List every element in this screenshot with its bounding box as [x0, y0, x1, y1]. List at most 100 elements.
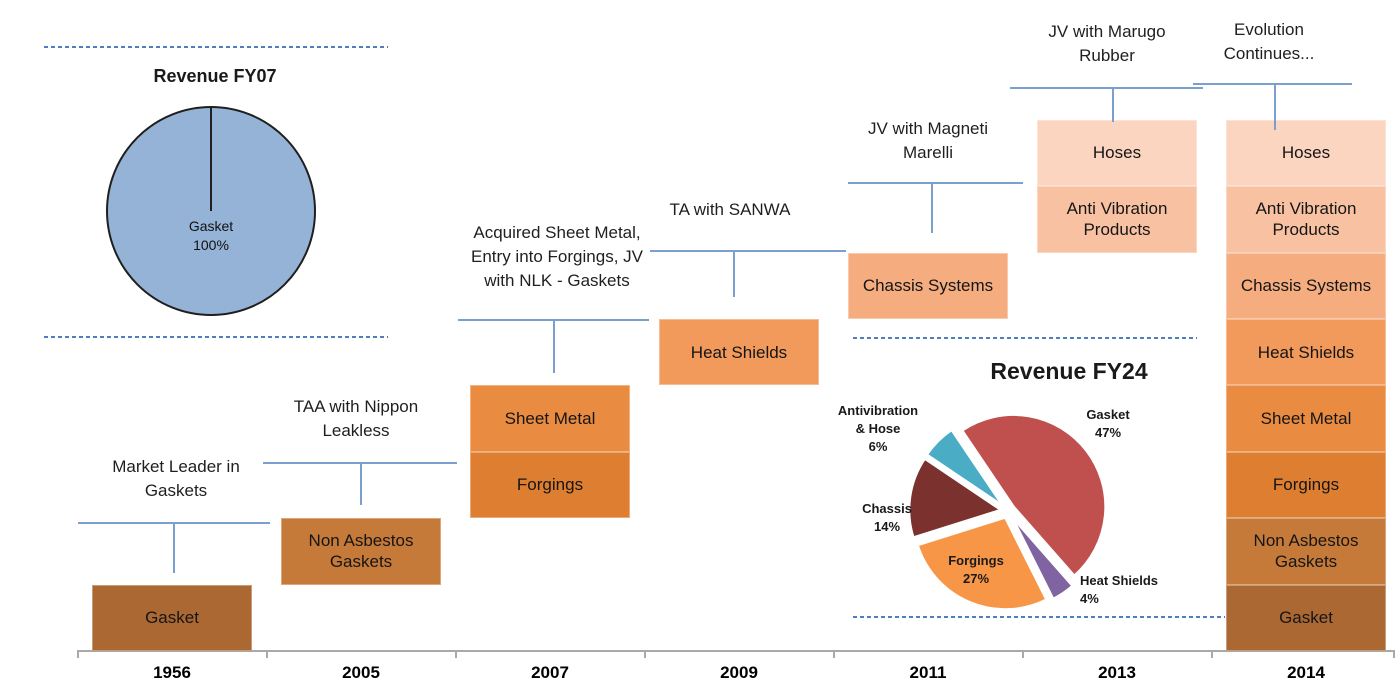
callout-drop-1956	[173, 524, 175, 573]
product-box-label: Anti Vibration Products	[1066, 199, 1168, 240]
callout-drop-2009	[733, 252, 735, 297]
product-box-non-asbestos-gaskets: Non Asbestos Gaskets	[281, 518, 441, 585]
fy24-label-heat-shields: Heat Shields 4%	[1080, 572, 1210, 608]
fy24-label-line: 27%	[962, 571, 990, 586]
product-box-anti-vibration-products: Anti Vibration Products	[1226, 186, 1386, 253]
fy24-label-chassis: Chassis 14%	[822, 500, 952, 536]
callout-drop-2011	[931, 184, 933, 233]
fy24-chart-title: Revenue FY24	[990, 358, 1148, 384]
fy24-pie-slice-forgings	[916, 516, 1048, 611]
callout-text-line: with NLK - Gaskets	[484, 271, 630, 290]
fy24-label-line: Chassis	[862, 501, 912, 516]
fy24-label-line: 6%	[868, 439, 888, 454]
product-box-label: Sheet Metal	[1260, 409, 1352, 429]
product-box-chassis-systems: Chassis Systems	[848, 252, 1008, 319]
dashed-divider-fy07-top	[44, 46, 388, 48]
timeline-axis-tick	[644, 650, 646, 658]
product-box-label: Gasket	[1279, 608, 1333, 628]
product-box-label: Chassis Systems	[1240, 276, 1372, 296]
fy24-label-line: Antivibration	[837, 403, 919, 418]
callout-text-line: JV with Magneti	[868, 119, 988, 138]
year-label-2005: 2005	[342, 663, 380, 682]
product-box-label: Forgings	[1272, 475, 1340, 495]
callout-drop-2007	[553, 321, 555, 373]
callout-drop-2005	[360, 464, 362, 505]
product-box-non-asbestos-gaskets: Non Asbestos Gaskets	[1226, 518, 1386, 585]
product-box-chassis-systems: Chassis Systems	[1226, 252, 1386, 319]
callout-text-line: Entry into Forgings, JV	[471, 247, 643, 266]
callout-text-line: Rubber	[1079, 46, 1135, 65]
product-box-label: Hoses	[1092, 143, 1142, 163]
product-box-hoses: Hoses	[1226, 119, 1386, 187]
fy24-label-line: Heat Shields	[1080, 573, 1159, 588]
dashed-divider-fy24-top	[853, 337, 1197, 339]
callout-bar-2011	[848, 182, 1023, 184]
callout-text-line: TAA with Nippon	[293, 397, 419, 416]
timeline-axis-tick	[1022, 650, 1024, 658]
fy24-label-line: 14%	[873, 519, 901, 534]
fy24-label-line: Forgings	[948, 553, 1004, 568]
fy07-slice-percent: 100%	[193, 237, 229, 253]
callout-bar-2007	[458, 319, 649, 321]
fy24-pie-chart	[907, 413, 1107, 611]
product-box-heat-shields: Heat Shields	[1226, 319, 1386, 386]
fy24-label-line: Gasket	[1086, 407, 1130, 422]
product-box-forgings: Forgings	[1226, 451, 1386, 519]
fy24-pie-slice-antivibration	[925, 428, 1005, 508]
product-box-label: Heat Shields	[1257, 342, 1355, 362]
callout-text-line: TA with SANWA	[669, 200, 791, 219]
fy07-chart-title: Revenue FY07	[153, 66, 277, 86]
fy24-label-line: 4%	[1080, 591, 1099, 606]
product-box-label: Heat Shields	[690, 342, 788, 362]
product-box-sheet-metal: Sheet Metal	[470, 385, 630, 452]
callout-text-line: Marelli	[902, 143, 954, 162]
timeline-axis-tick	[455, 650, 457, 658]
fy24-label-line: 47%	[1094, 425, 1122, 440]
year-label-2007: 2007	[531, 663, 569, 682]
product-box-label: Forgings	[516, 475, 584, 495]
year-label-2011: 2011	[909, 663, 947, 682]
callout-text-line: Leakless	[322, 421, 390, 440]
callout-bar-2005	[263, 462, 457, 464]
product-box-gasket: Gasket	[92, 584, 252, 651]
fy24-label-gasket: Gasket 47%	[1043, 406, 1173, 442]
callout-drop-2013	[1112, 89, 1114, 122]
fy07-slice-name: Gasket	[188, 218, 234, 234]
product-box-forgings: Forgings	[470, 451, 630, 519]
fy24-label-antivibration: Antivibration & Hose 6%	[813, 402, 943, 456]
product-box-label: Sheet Metal	[504, 409, 596, 429]
callout-text-line: Gaskets	[144, 481, 208, 500]
timeline-axis-line	[78, 650, 1394, 652]
fy24-pie-slice-heat-shields	[1010, 515, 1074, 601]
fy07-slice-label: Gasket 100%	[131, 217, 291, 255]
product-box-label: Chassis Systems	[862, 276, 994, 296]
year-label-2009: 2009	[720, 663, 758, 682]
product-box-label: Non Asbestos Gaskets	[1253, 531, 1359, 572]
callout-text-2007: Acquired Sheet Metal,Entry into Forgings…	[427, 221, 687, 293]
fy24-pie-slice-gasket	[960, 413, 1107, 578]
timeline-axis-tick	[1211, 650, 1213, 658]
callout-bar-2014	[1193, 83, 1352, 85]
callout-bar-2013	[1010, 87, 1203, 89]
product-box-hoses: Hoses	[1037, 119, 1197, 187]
timeline-axis-tick	[833, 650, 835, 658]
callout-text-line: Evolution	[1234, 20, 1304, 39]
callout-text-line: Market Leader in	[112, 457, 240, 476]
callout-text-line: JV with Marugo	[1048, 22, 1166, 41]
callout-drop-2014	[1274, 85, 1276, 130]
callout-text-1956: Market Leader in Gaskets	[46, 455, 306, 503]
product-box-anti-vibration-products: Anti Vibration Products	[1037, 186, 1197, 253]
callout-text-line: Continues...	[1223, 44, 1315, 63]
product-box-label: Anti Vibration Products	[1255, 199, 1357, 240]
timeline-axis-tick	[1393, 650, 1395, 658]
year-label-2013: 2013	[1098, 663, 1136, 682]
year-label-2014: 2014	[1287, 663, 1325, 682]
fy24-label-line: & Hose	[855, 421, 901, 436]
callout-bar-2009	[650, 250, 846, 252]
fy24-pie-slice-chassis	[907, 457, 1003, 539]
fy24-label-forgings: Forgings 27%	[911, 552, 1041, 588]
